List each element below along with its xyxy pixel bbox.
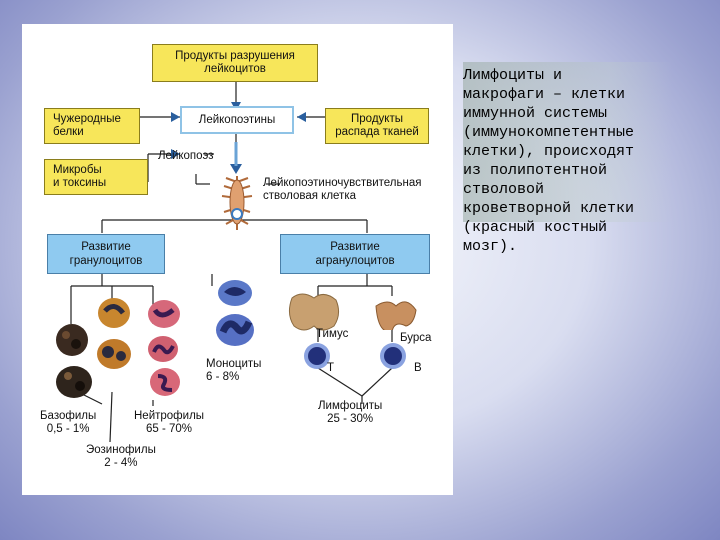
foreign-proteins-label: Чужеродные белки	[53, 113, 121, 138]
t-label: T	[327, 362, 335, 374]
tissue-decay-box: Продукты распада тканей	[325, 108, 429, 144]
foreign-proteins-box: Чужеродные белки	[44, 108, 140, 144]
monocyte-cell-icon-2	[216, 314, 254, 346]
lymphocytes-label: Лимфоциты 25 - 30%	[318, 400, 383, 425]
breakdown-products-box: Продукты разрушения лейкоцитов	[152, 44, 318, 82]
bursa-icon	[375, 301, 417, 330]
t-lymphocyte-icon	[304, 343, 330, 369]
thymus-icon	[288, 293, 340, 331]
caption-highlight	[463, 62, 673, 222]
diagram-panel: Продукты разрушения лейкоцитов Чужеродны…	[22, 24, 453, 495]
agranulocyte-development-box: Развитие агранулоцитов	[280, 234, 430, 274]
eosinophils-label: Эозинофилы 2 - 4%	[86, 444, 156, 469]
leukopoietins-box: Лейкопоэтины	[180, 106, 294, 134]
eosinophil-cell-icon-1	[98, 298, 130, 328]
leukopoietins-label: Лейкопоэтины	[198, 114, 276, 126]
eosinophil-cell-icon-2	[97, 339, 131, 369]
b-label: B	[414, 362, 422, 374]
stem-cell-icon	[221, 176, 253, 230]
neutrophil-cell-icon-2	[148, 336, 178, 362]
granulocyte-development-label: Развитие гранулоцитов	[69, 241, 143, 267]
leukopoiesis-label: Лейкопоэз	[158, 150, 214, 162]
caption-text: Лимфоциты и макрофаги – клетки иммунной …	[463, 67, 635, 255]
granulocyte-development-box: Развитие гранулоцитов	[47, 234, 165, 274]
monocytes-label: Моноциты 6 - 8%	[206, 358, 262, 383]
neutrophils-label: Нейтрофилы 65 - 70%	[134, 410, 205, 435]
basophils-label: Базофилы 0,5 - 1%	[40, 410, 97, 435]
tissue-decay-label: Продукты распада тканей	[335, 113, 419, 138]
monocyte-cell-icon-1	[218, 280, 252, 306]
stem-cell-label: Лейкопоэтиночувствительная стволовая кле…	[263, 177, 422, 202]
thymus-label: Тимус	[316, 328, 349, 340]
agranulocyte-development-label: Развитие агранулоцитов	[315, 241, 395, 267]
microbes-toxins-label: Микробы и токсины	[53, 164, 107, 189]
basophil-cell-icon-1	[56, 324, 88, 356]
b-lymphocyte-icon	[380, 343, 406, 369]
breakdown-products-label: Продукты разрушения лейкоцитов	[175, 50, 295, 75]
basophil-cell-icon-2	[56, 366, 92, 398]
neutrophil-cell-icon-3	[150, 368, 180, 396]
neutrophil-cell-icon-1	[148, 300, 180, 328]
microbes-toxins-box: Микробы и токсины	[44, 159, 148, 195]
bursa-label: Бурса	[400, 332, 432, 344]
